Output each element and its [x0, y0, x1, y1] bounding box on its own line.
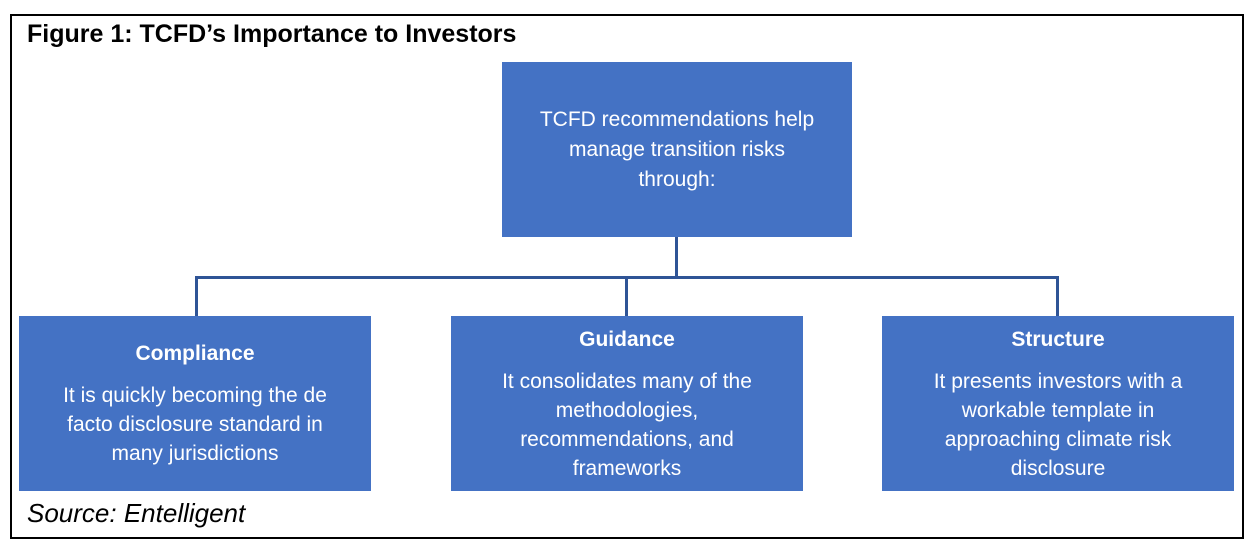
connector-drop-middle [625, 276, 628, 316]
figure-title: Figure 1: TCFD’s Importance to Investors [27, 20, 517, 48]
branch-body-compliance: It is quickly becoming the de facto disc… [63, 384, 327, 465]
branch-heading-structure: Structure [1011, 327, 1105, 351]
connector-drop-right [1056, 276, 1059, 316]
branch-box-compliance: Compliance It is quickly becoming the de… [19, 316, 371, 491]
root-box: TCFD recommendations help manage transit… [502, 62, 852, 237]
figure-border [10, 14, 1244, 539]
branch-box-structure: Structure It presents investors with a w… [882, 316, 1234, 491]
branch-heading-guidance: Guidance [579, 327, 675, 351]
branch-box-guidance: Guidance It consolidates many of the met… [451, 316, 803, 491]
connector-drop-left [195, 276, 198, 316]
branch-body-guidance: It consolidates many of the methodologie… [502, 369, 752, 480]
connector-stem [675, 237, 678, 279]
figure-source: Source: Entelligent [27, 498, 246, 528]
branch-heading-compliance: Compliance [135, 342, 255, 365]
root-box-text: TCFD recommendations help manage transit… [539, 107, 815, 191]
branch-body-structure: It presents investors with a workable te… [933, 369, 1183, 480]
